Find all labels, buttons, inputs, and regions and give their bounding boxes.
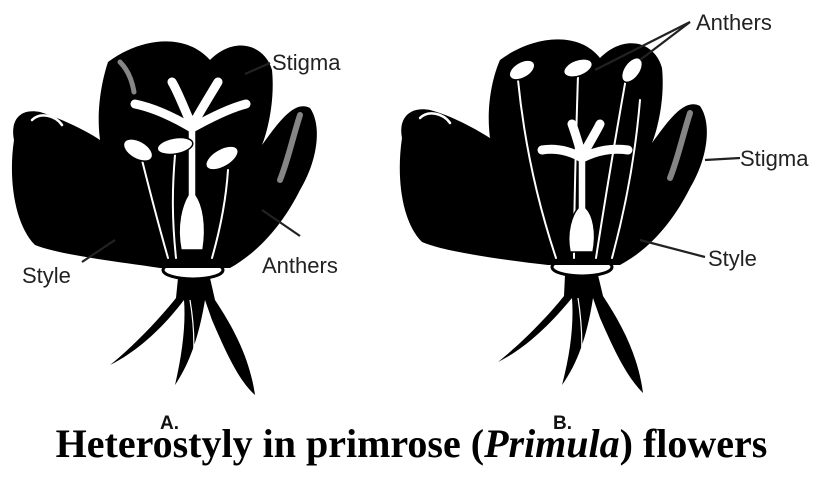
flower-b-anthers-leader-2 (640, 22, 690, 60)
figure-caption: Heterostyly in primrose (Primula) flower… (0, 420, 823, 468)
flower-b-style-label: Style (708, 246, 757, 271)
flower-b-calyx (498, 275, 643, 393)
flower-b-stigma-leader (705, 158, 740, 160)
caption-genus: Primula (484, 421, 620, 466)
flower-b-stigma-label: Stigma (740, 146, 809, 171)
caption-before: Heterostyly in primrose ( (56, 421, 484, 466)
flower-a (12, 41, 317, 395)
flower-b-style-leader (640, 240, 705, 257)
flower-b-anthers-label: Anthers (696, 10, 772, 35)
flower-a-calyx (110, 278, 255, 395)
caption-after: ) flowers (620, 421, 768, 466)
flower-a-stigma-label: Stigma (272, 50, 341, 75)
flower-a-style-label: Style (22, 263, 71, 288)
flower-a-anthers-label: Anthers (262, 253, 338, 278)
flower-b (400, 39, 707, 393)
